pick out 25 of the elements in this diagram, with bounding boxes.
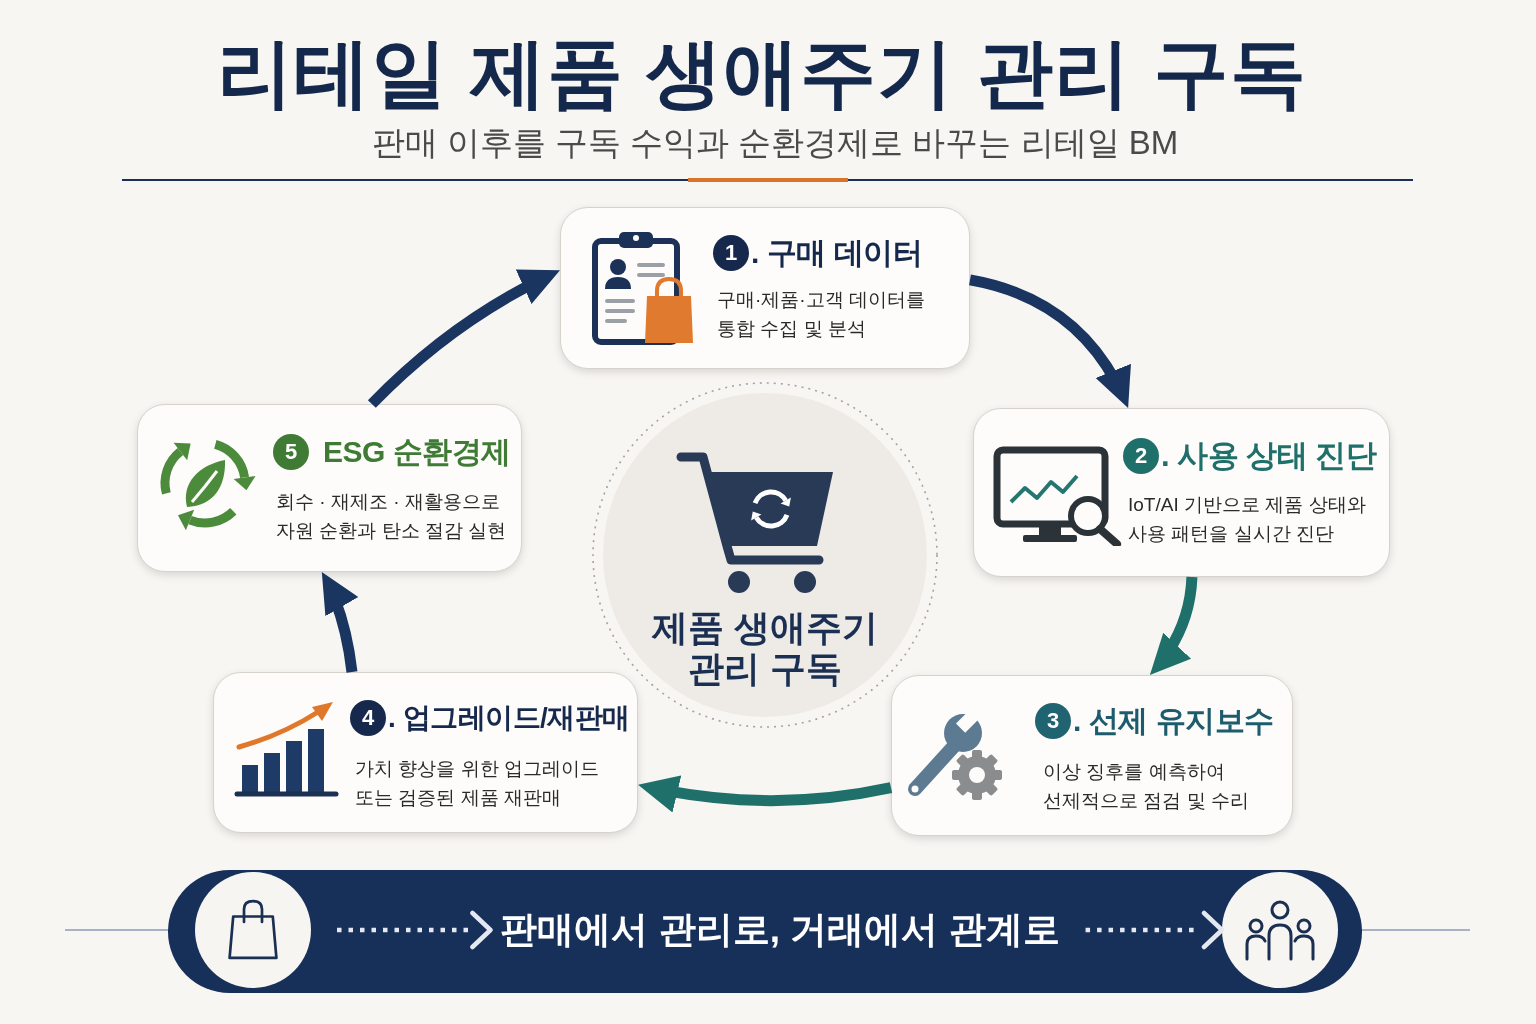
- step-description: 구매·제품·고객 데이터를 통합 수집 및 분석: [717, 288, 926, 341]
- subtitle: 판매 이후를 구독 수익과 순환경제로 바꾸는 리테일 BM: [371, 123, 1179, 163]
- step-title: . 업그레이드/재판매: [388, 701, 630, 735]
- step-title: . 선제 유지보수: [1073, 703, 1274, 739]
- step-description: 이상 징후를 예측하여 선제적으로 점검 및 수리: [1043, 760, 1250, 813]
- step-title: ESG 순환경제: [323, 434, 511, 470]
- step-description: 가치 향상을 위한 업그레이드 또는 검증된 제품 재판매: [355, 757, 600, 810]
- number-badge: 3: [1035, 703, 1071, 739]
- banner-text: 판매에서 관리로, 거래에서 관계로: [500, 908, 1060, 952]
- step-card: [213, 672, 638, 833]
- number-badge: 1: [713, 235, 749, 271]
- arrow: [636, 774, 893, 812]
- step-title: . 사용 상태 진단: [1161, 438, 1377, 474]
- number-badge: 5: [273, 434, 309, 470]
- number-badge: 2: [1123, 438, 1159, 474]
- title: 리테일 제품 생애주기 관리 구독: [217, 29, 1307, 117]
- step-description: IoT/AI 기반으로 제품 상태와 사용 패턴을 실시간 진단: [1128, 493, 1367, 546]
- number-badge: 4: [350, 700, 386, 736]
- step-card: [891, 675, 1293, 836]
- step-card: [137, 404, 522, 572]
- step-card: [973, 408, 1390, 577]
- step-description: 회수 · 재제조 · 재활용으로 자원 순환과 탄소 절감 실현: [276, 490, 508, 543]
- center-title: 제품 생애주기 관리 구독: [651, 607, 879, 689]
- step-card: [560, 207, 970, 369]
- step-title: . 구매 데이터: [751, 235, 922, 271]
